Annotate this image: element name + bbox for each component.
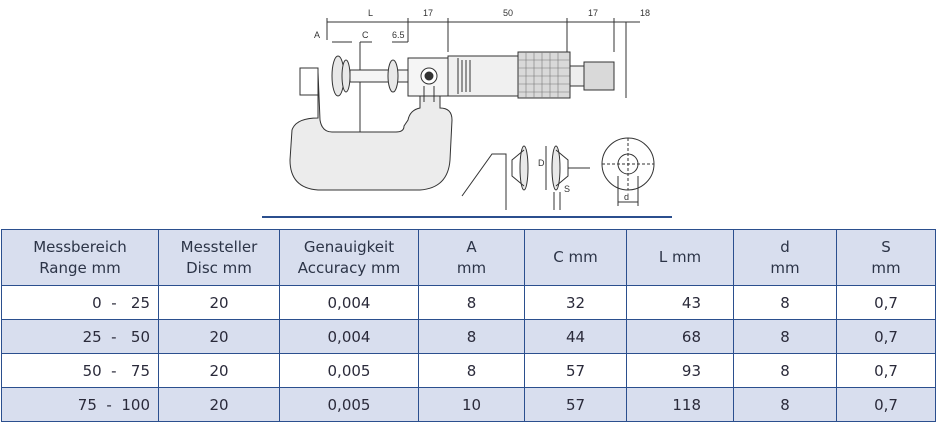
dim-label-50: 50 bbox=[503, 8, 513, 18]
cell-d: 8 bbox=[733, 353, 837, 388]
dim-label-18: 18 bbox=[640, 8, 650, 18]
cell-c: 32 bbox=[524, 285, 627, 320]
cell-accuracy: 0,005 bbox=[279, 353, 419, 388]
dim-label-D: D bbox=[538, 158, 545, 168]
cell-a: 8 bbox=[418, 285, 525, 320]
cell-d: 8 bbox=[733, 285, 837, 320]
dim-label-A: A bbox=[314, 30, 320, 40]
dim-label-d: d bbox=[624, 192, 629, 202]
section-divider bbox=[262, 216, 672, 218]
cell-l: 68 bbox=[626, 319, 734, 354]
table-row: 0 - 25 20 0,004 8 32 43 8 0,7 bbox=[1, 285, 936, 320]
cell-c: 44 bbox=[524, 319, 627, 354]
dim-label-6-5: 6.5 bbox=[392, 30, 405, 40]
cell-s: 0,7 bbox=[836, 285, 936, 320]
cell-s: 0,7 bbox=[836, 353, 936, 388]
cell-l: 43 bbox=[626, 285, 734, 320]
cell-accuracy: 0,004 bbox=[279, 285, 419, 320]
cell-s: 0,7 bbox=[836, 387, 936, 422]
cell-a: 8 bbox=[418, 353, 525, 388]
table-row: 25 - 50 20 0,004 8 44 68 8 0,7 bbox=[1, 319, 936, 354]
cell-range: 75 - 100 bbox=[1, 387, 159, 422]
cell-accuracy: 0,004 bbox=[279, 319, 419, 354]
cell-disc: 20 bbox=[158, 353, 280, 388]
dim-label-S: S bbox=[564, 184, 570, 194]
cell-l: 118 bbox=[626, 387, 734, 422]
header-c: C mm bbox=[524, 229, 627, 286]
cell-d: 8 bbox=[733, 387, 837, 422]
cell-disc: 20 bbox=[158, 387, 280, 422]
cell-l: 93 bbox=[626, 353, 734, 388]
header-l: L mm bbox=[626, 229, 734, 286]
cell-range: 0 - 25 bbox=[1, 285, 159, 320]
dim-label-C: C bbox=[362, 30, 369, 40]
cell-d: 8 bbox=[733, 319, 837, 354]
micrometer-technical-drawing: L 17 50 17 18 A C 6.5 D S d bbox=[289, 8, 655, 210]
cell-disc: 20 bbox=[158, 319, 280, 354]
cell-disc: 20 bbox=[158, 285, 280, 320]
dim-label-L: L bbox=[368, 8, 373, 18]
cell-c: 57 bbox=[524, 387, 627, 422]
table-row: 50 - 75 20 0,005 8 57 93 8 0,7 bbox=[1, 353, 936, 388]
cell-accuracy: 0,005 bbox=[279, 387, 419, 422]
table-row: 75 - 100 20 0,005 10 57 118 8 0,7 bbox=[1, 387, 936, 422]
cell-c: 57 bbox=[524, 353, 627, 388]
dim-label-17a: 17 bbox=[423, 8, 433, 18]
dim-label-17b: 17 bbox=[588, 8, 598, 18]
cell-a: 10 bbox=[418, 387, 525, 422]
cell-range: 50 - 75 bbox=[1, 353, 159, 388]
cell-s: 0,7 bbox=[836, 319, 936, 354]
cell-a: 8 bbox=[418, 319, 525, 354]
cell-range: 25 - 50 bbox=[1, 319, 159, 354]
